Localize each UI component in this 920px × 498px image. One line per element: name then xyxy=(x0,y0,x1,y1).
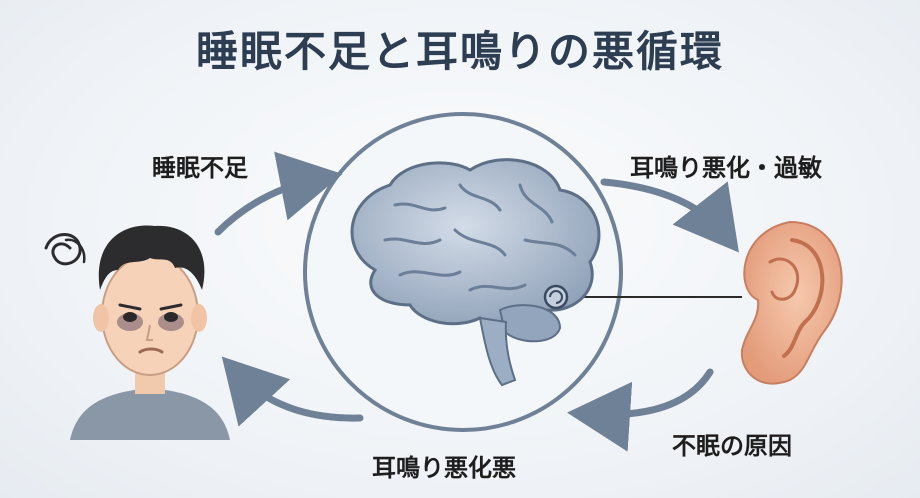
arrow-brain-to-person xyxy=(221,356,364,427)
brain-icon xyxy=(350,158,601,387)
arrow-sleep-to-brain xyxy=(214,151,343,236)
label-sleep-deprivation: 睡眠不足 xyxy=(152,154,248,182)
label-tinnitus-worsening: 耳鳴り悪化・過敏 xyxy=(630,154,822,182)
dizzy-swirl-icon xyxy=(44,233,86,266)
label-insomnia-cause: 不眠の原因 xyxy=(672,432,792,460)
ear-icon xyxy=(740,220,843,385)
arrow-brain-to-ear xyxy=(600,178,739,253)
label-tinnitus-bottom: 耳鳴り悪化悪 xyxy=(372,454,516,482)
tired-person-icon xyxy=(70,225,230,440)
arrow-ear-to-brain xyxy=(567,368,714,452)
page-title: 睡眠不足と耳鳴りの悪循環 xyxy=(195,27,724,76)
